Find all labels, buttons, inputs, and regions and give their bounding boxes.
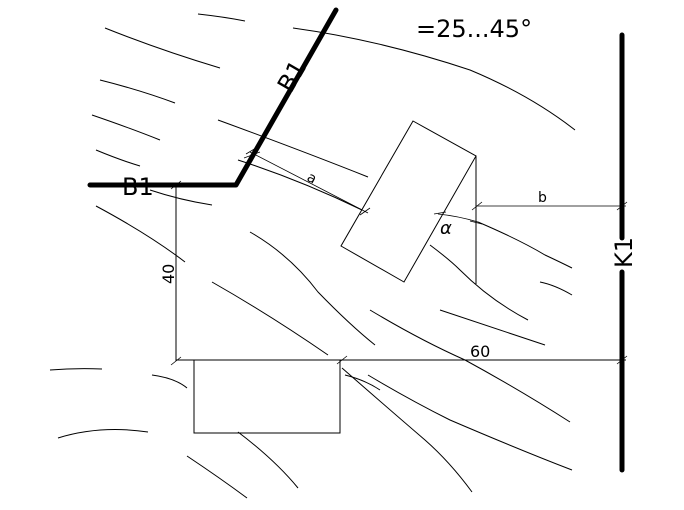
contour-line [344,374,381,391]
contour-line [211,281,329,356]
road-b1-label: B1 [122,173,154,201]
angle-tick [469,220,483,225]
dimension-line-a [249,151,369,214]
dimension-tick-40-bottom [170,356,182,366]
contour-line [91,114,161,141]
contour-line [197,13,246,22]
dimension-b [471,201,628,211]
contour-line [186,455,248,499]
dimension-60-label: 60 [470,342,490,361]
dimension-tick-b-start [471,201,483,211]
contour-line [217,119,369,178]
dimension-tick-a-end [359,207,371,216]
building-rotated [340,120,477,283]
angle-arc [437,213,479,223]
contour-line [95,149,141,167]
contour-line [477,221,573,269]
contour-line [95,205,186,263]
contour-line [151,374,188,389]
contour-line [367,374,573,471]
contour-line [439,309,546,346]
dimension-b-label: b [538,190,547,206]
contour-line [369,309,571,423]
contour-line [249,231,376,346]
dimension-tick-60-start [336,355,348,365]
contour-line [149,189,213,206]
contour-line [99,79,176,104]
road-b1 [87,7,339,188]
contour-line [237,159,363,211]
contour-line [57,429,149,439]
angle-tick [433,211,447,215]
building-aligned [193,359,341,434]
contour-lines [49,13,576,499]
contour-line [429,244,529,321]
contour-line [539,281,573,296]
angle-range-label: =25...45° [416,15,532,43]
angle-alpha-label: α [440,218,452,239]
contour-line [237,431,299,489]
contour-line [292,27,576,131]
road-k1-label: K1 [610,237,638,268]
contour-line [104,27,221,69]
dimension-a [243,147,371,216]
contour-line [341,367,473,493]
dimension-40-label: 40 [159,264,178,284]
contour-line [49,368,103,371]
angle-alpha-construction [433,156,483,284]
